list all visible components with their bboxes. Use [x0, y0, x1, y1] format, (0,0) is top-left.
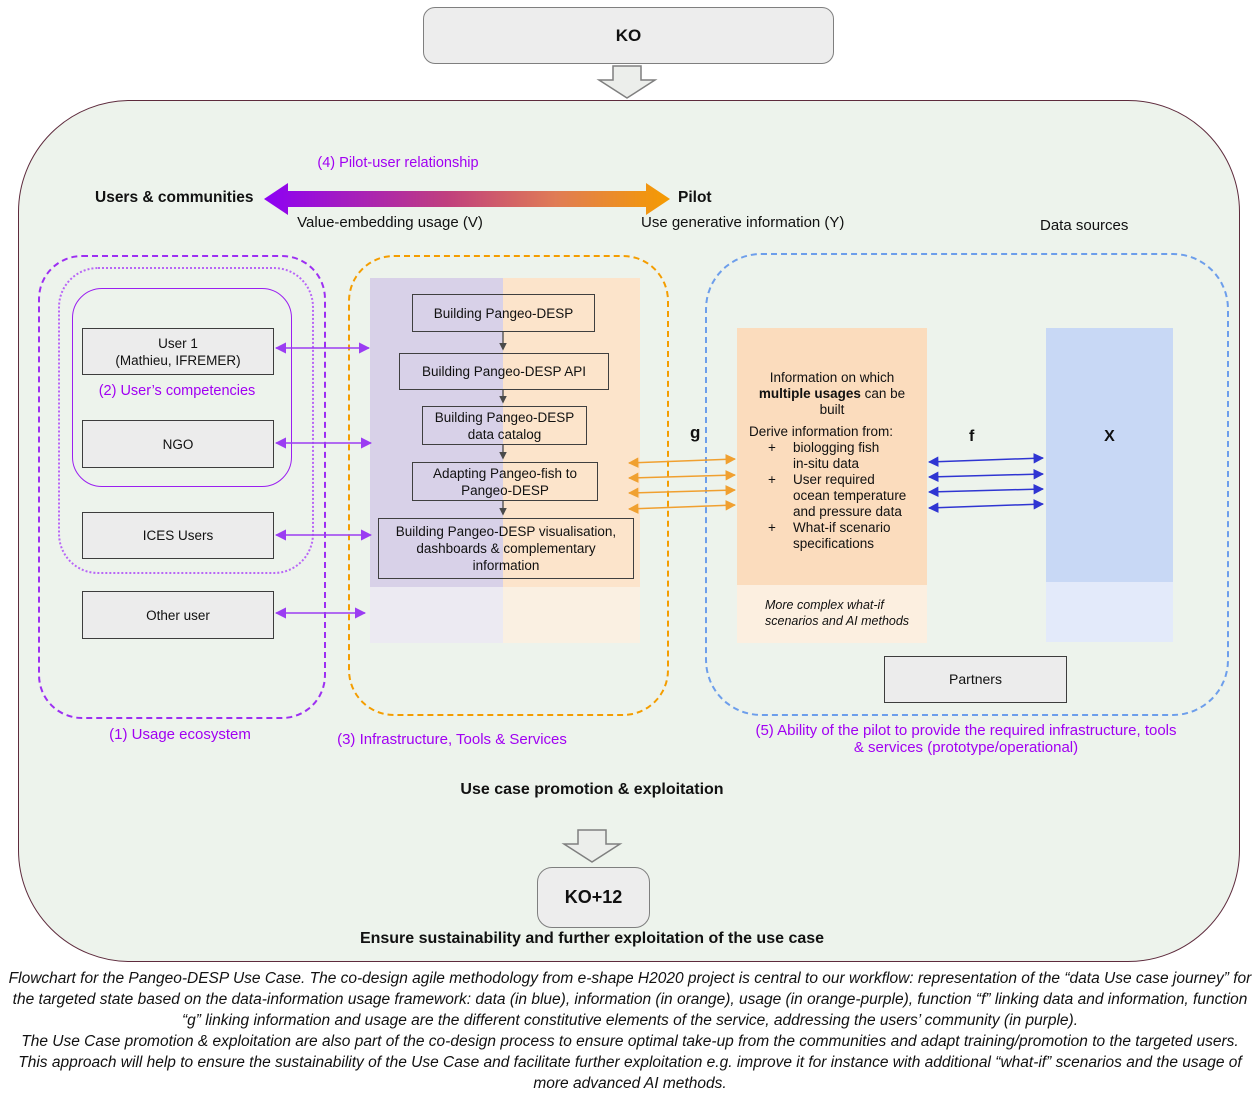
usage-tone-purple-light [370, 587, 503, 643]
caption-paragraph: Flowchart for the Pangeo-DESP Use Case. … [8, 970, 1252, 1029]
derive-item: + User required ocean temperature and pr… [737, 472, 927, 520]
usage-ecosystem-label: (1) Usage ecosystem [109, 726, 251, 743]
ko-milestone-label: KO [615, 25, 642, 45]
pilot-user-relationship-label: (4) Pilot-user relationship [317, 155, 479, 171]
data-sources-label: Data sources [1040, 217, 1129, 234]
function-f-label: f [969, 428, 975, 445]
value-embedding-label: Value-embedding usage (V) [297, 214, 483, 231]
derive-item-text: biologging fish in-situ data [793, 440, 880, 471]
derive-item: + What-if scenario specifications [737, 520, 927, 552]
promotion-label: Use case promotion & exploitation [460, 781, 724, 798]
data-x-label: X [1104, 428, 1115, 445]
information-heading-bold: multiple usages [758, 386, 861, 401]
step-visualisation-dashboards: Building Pangeo-DESP visualisation, dash… [378, 518, 634, 579]
information-tone-orange-light [503, 587, 640, 643]
down-arrow-icon [596, 65, 658, 99]
information-heading: Information on which multiple usages can… [737, 328, 927, 418]
derive-label: Derive information from: [749, 424, 894, 439]
caption-paragraph: This approach will help to ensure the su… [18, 1054, 1242, 1092]
user-community-dotted-region [58, 267, 314, 574]
information-tone-orange [503, 278, 640, 587]
derive-item: + biologging fish in-situ data [737, 440, 927, 472]
pilot-label: Pilot [678, 189, 712, 206]
users-communities-label: Users & communities [95, 189, 254, 206]
figure-caption: Flowchart for the Pangeo-DESP Use Case. … [0, 968, 1260, 1094]
user1-box: User 1 (Mathieu, IFREMER) [82, 328, 274, 375]
usage-tone-purple [370, 278, 503, 587]
step-adapting-pangeo-fish: Adapting Pangeo-fish to Pangeo-DESP [412, 462, 598, 501]
information-heading-pre: Information on which [769, 370, 895, 385]
infrastructure-label: (3) Infrastructure, Tools & Services [337, 731, 567, 748]
data-x-box-light [1046, 582, 1173, 642]
ko12-milestone-box: KO+12 [537, 867, 650, 928]
user-competencies-region [72, 288, 292, 487]
use-generative-label: Use generative information (Y) [641, 214, 845, 231]
plus-bullet: + [768, 472, 776, 487]
user-competencies-label: (2) User’s competencies [98, 383, 256, 399]
more-complex-box: More complex what-if scenarios and AI me… [737, 585, 927, 643]
function-g-label: g [690, 423, 701, 442]
ngo-box: NGO [82, 420, 274, 468]
plus-bullet: + [768, 520, 776, 535]
derive-item-text: What-if scenario specifications [793, 520, 891, 551]
caption-paragraph: The Use Case promotion & exploitation ar… [21, 1033, 1239, 1050]
step-building-pangeo-desp-api: Building Pangeo-DESP API [399, 353, 609, 390]
ices-users-box: ICES Users [82, 512, 274, 559]
derive-item-text: User required ocean temperature and pres… [793, 472, 907, 519]
other-user-box: Other user [82, 591, 274, 639]
step-data-catalog: Building Pangeo-DESP data catalog [422, 406, 587, 445]
data-x-box [1046, 328, 1173, 582]
usage-ecosystem-region [38, 255, 326, 719]
ko-milestone-box: KO [423, 7, 834, 64]
information-heading-post: can be built [819, 386, 906, 417]
partners-box: Partners [884, 656, 1067, 703]
more-complex-text: More complex what-if scenarios and AI me… [765, 598, 910, 628]
information-box: Information on which multiple usages can… [737, 328, 927, 585]
ensure-label: Ensure sustainability and further exploi… [359, 930, 825, 947]
plus-bullet: + [768, 440, 776, 455]
pilot-ability-label: (5) Ability of the pilot to provide the … [755, 722, 1177, 756]
pilot-ability-region [705, 253, 1229, 716]
ko12-milestone-label: KO+12 [564, 887, 623, 907]
step-building-pangeo-desp: Building Pangeo-DESP [412, 294, 595, 332]
